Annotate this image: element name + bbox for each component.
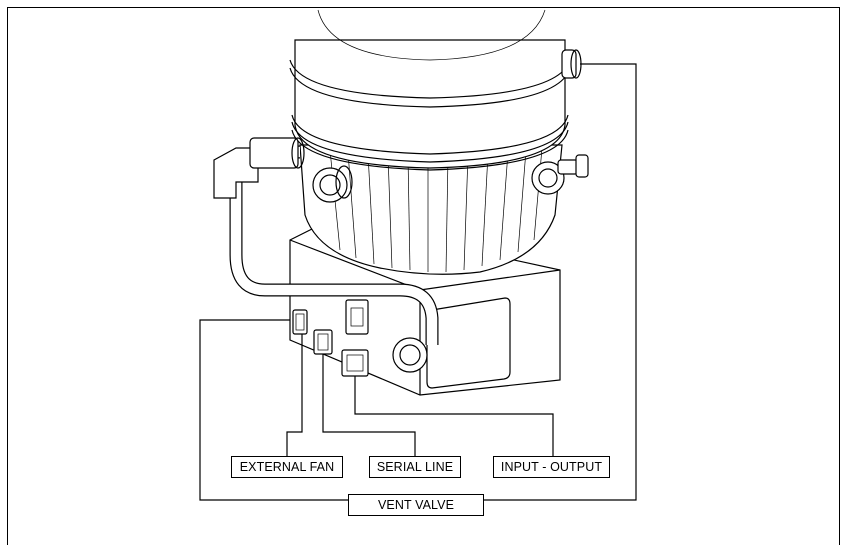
power-socket — [345, 299, 369, 335]
vent-valve-label: VENT VALVE — [348, 494, 484, 516]
external-fan-label: EXTERNAL FAN — [231, 456, 343, 478]
right-flange — [531, 154, 589, 195]
leader-lines — [199, 63, 637, 501]
vent-valve-fitting — [561, 49, 582, 79]
cooling-hose — [213, 137, 439, 373]
external-fan-connector — [292, 309, 308, 335]
input-output-connector — [341, 349, 369, 377]
left-flange — [312, 165, 353, 203]
connectors — [292, 299, 369, 377]
serial-line-label: SERIAL LINE — [369, 456, 461, 478]
input-output-label: INPUT - OUTPUT — [493, 456, 610, 478]
serial-line-connector — [313, 329, 333, 355]
figure-frame — [7, 7, 840, 545]
pump-body — [289, 9, 589, 275]
